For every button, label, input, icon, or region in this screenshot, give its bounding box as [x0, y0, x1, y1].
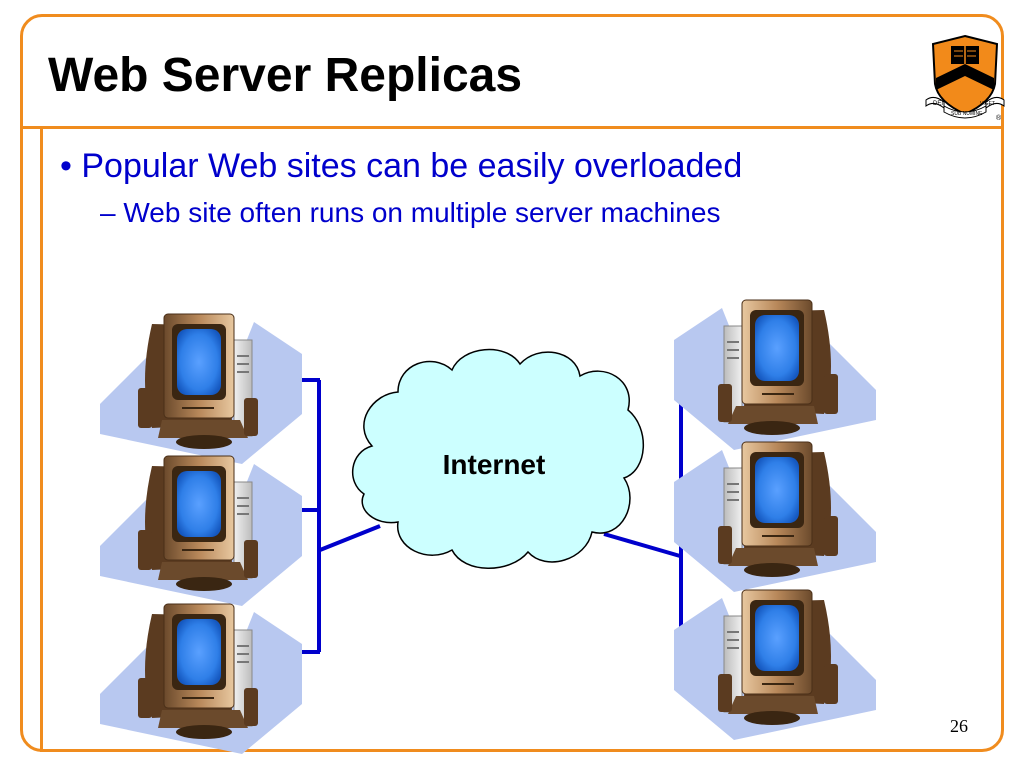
page-number: 26: [950, 716, 968, 736]
motto-left-text: DEI: [933, 101, 943, 107]
left-margin-rule: [40, 126, 43, 752]
right-server-1: [673, 299, 877, 451]
title-divider: [20, 126, 1004, 129]
bullet-marker: •: [60, 147, 72, 185]
internet-cloud: [351, 348, 644, 569]
slide-frame: [20, 14, 1004, 752]
slide-title: Web Server Replicas: [48, 49, 523, 102]
bullet-level-2: – Web site often runs on multiple server…: [100, 197, 721, 229]
bullet-level-1: • Popular Web sites can be easily overlo…: [60, 147, 743, 185]
svg-text:VIGET: VIGET: [980, 101, 995, 107]
bullet-marker: –: [100, 197, 116, 228]
left-server-1: [99, 313, 303, 465]
princeton-shield-logo: DEI VIGET SUB NUMINE ®: [925, 34, 1005, 122]
right-server-3: [673, 589, 877, 741]
left-server-2: [99, 455, 303, 607]
right-server-2: [673, 441, 877, 593]
bullet-text: Popular Web sites can be easily overload…: [81, 147, 743, 185]
internet-label: Internet: [443, 449, 546, 480]
svg-text:SUB NUMINE: SUB NUMINE: [951, 111, 983, 117]
left-server-3: [99, 603, 303, 755]
bullet-text: Web site often runs on multiple server m…: [123, 197, 721, 228]
svg-text:®: ®: [996, 114, 1002, 122]
